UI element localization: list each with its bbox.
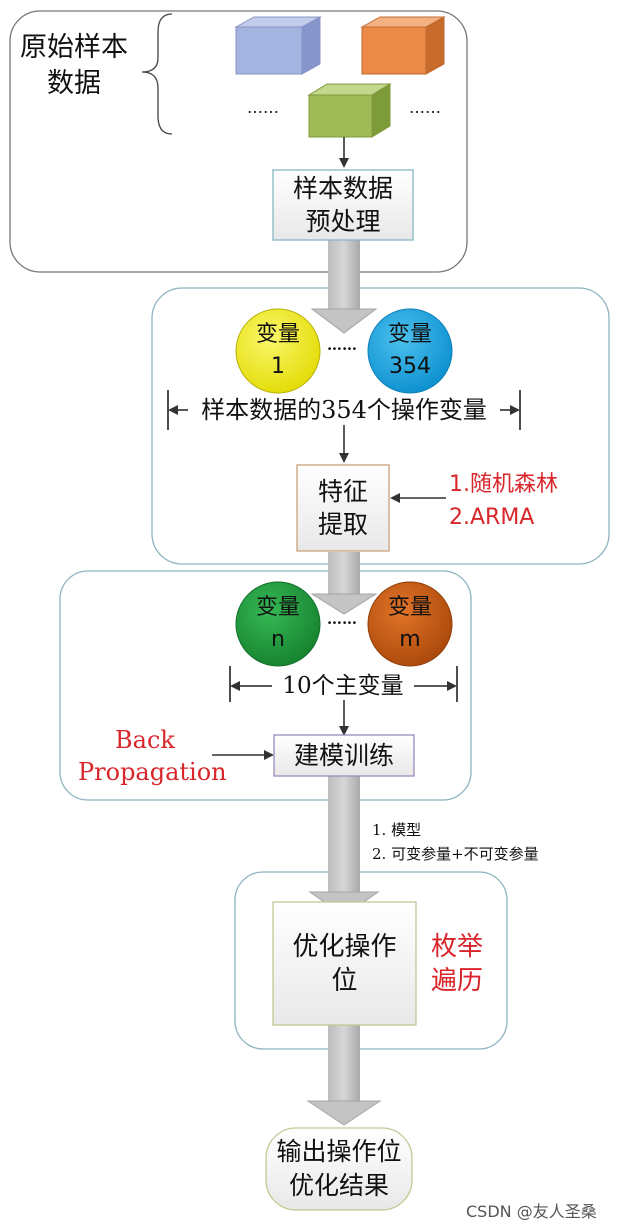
flow-arrow-1 [310, 239, 378, 334]
training-output-1: 1. 模型 [372, 821, 422, 839]
circle-variable-m [367, 581, 453, 667]
raw-data-label: 原始样本 数据 [20, 30, 128, 102]
training-label: 建模训练 [293, 741, 394, 770]
optimize-line1: 优化操作 [292, 931, 397, 962]
variable-m-line2: m [399, 627, 421, 652]
span-label-354: 样本数据的354个操作变量 [190, 395, 498, 425]
feature-methods: 1.随机森林 2.ARMA [449, 468, 558, 534]
training-output-2: 2. 可变参量+不可变参量 [372, 845, 539, 863]
span-line-10 [229, 666, 458, 702]
feature-method-1: 1.随机森林 [449, 472, 558, 497]
feature-method-2: 2.ARMA [449, 505, 535, 530]
optimize-label: 优化操作 位 [273, 902, 416, 1025]
variable-n-label: 变量 n [236, 582, 320, 666]
training-method: Back Propagation [78, 724, 227, 788]
raw-data-ellipsis-left: …… [247, 98, 279, 117]
variable-1-line2: 1 [271, 354, 285, 379]
watermark: CSDN @友人圣桑 [466, 1202, 597, 1221]
variable-n-line1: 变量 [255, 595, 300, 620]
raw-data-label-line1: 原始样本 [20, 32, 128, 63]
span-line-354 [167, 390, 521, 430]
variable-n-line2: n [271, 627, 285, 652]
flow-arrow-2 [310, 552, 378, 615]
training-method-line1: Back [115, 726, 175, 754]
feature-extraction-line1: 特征 [317, 477, 368, 506]
box-training [273, 734, 415, 777]
box-feature-extraction [296, 464, 390, 552]
circle-variable-354 [367, 308, 453, 394]
variable-354-label: 变量 354 [368, 309, 452, 393]
feature-extraction-line2: 提取 [317, 510, 368, 539]
box-result [265, 1127, 413, 1211]
variables-ellipsis: …… [327, 336, 357, 354]
circle-variable-1 [235, 308, 321, 394]
variable-1-line1: 变量 [255, 322, 300, 347]
cube-orange [360, 16, 446, 75]
feature-extraction-label: 特征 提取 [297, 465, 389, 551]
raw-data-label-line2: 数据 [47, 68, 101, 99]
cube-blue [234, 16, 322, 75]
box-preprocess [272, 169, 414, 241]
variable-1-label: 变量 1 [236, 309, 320, 393]
result-line1: 输出操作位 [276, 1137, 402, 1166]
preprocess-label: 样本数据 预处理 [273, 170, 413, 240]
optimize-method-line1: 枚举 [431, 932, 484, 962]
variable-m-label: 变量 m [368, 582, 452, 666]
variable-354-line1: 变量 [387, 322, 432, 347]
preprocess-line1: 样本数据 [292, 174, 393, 203]
brace-bracket [141, 13, 173, 135]
optimize-line2: 位 [331, 965, 358, 996]
optimize-method: 枚举 遍历 [431, 930, 483, 998]
flow-arrow-4 [306, 1025, 382, 1126]
box-optimize [272, 901, 417, 1026]
raw-data-ellipsis-right: …… [409, 98, 441, 117]
span-label-10: 10个主变量 [272, 672, 414, 700]
result-line2: 优化结果 [288, 1171, 389, 1200]
result-label: 输出操作位 优化结果 [266, 1128, 412, 1210]
preprocess-line2: 预处理 [305, 207, 381, 236]
training-method-line2: Propagation [78, 758, 227, 786]
variable-m-line1: 变量 [387, 595, 432, 620]
circle-variable-n [235, 581, 321, 667]
main-variables-ellipsis: …… [327, 610, 357, 628]
variable-354-line2: 354 [389, 354, 431, 379]
optimize-method-line2: 遍历 [431, 966, 484, 996]
cube-green [307, 83, 392, 138]
training-outputs: 1. 模型 2. 可变参量+不可变参量 [372, 818, 539, 866]
